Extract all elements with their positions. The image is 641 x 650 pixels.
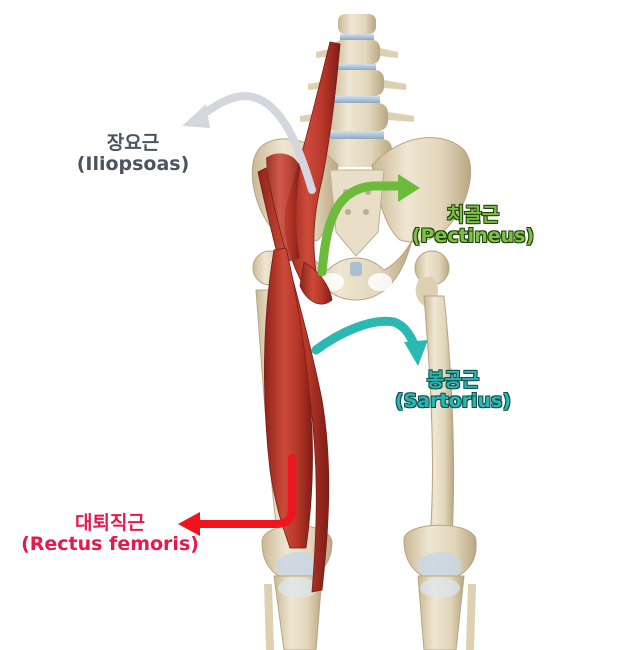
label-iliopsoas-ko: 장요근 bbox=[106, 132, 160, 154]
label-rectus-femoris-ko: 대퇴직근 bbox=[75, 512, 145, 534]
lower-leg-bones bbox=[264, 575, 476, 650]
label-iliopsoas-en: (Iliopsoas) bbox=[76, 153, 190, 176]
muscle-iliopsoas bbox=[266, 41, 341, 291]
label-pectineus-ko: 치골근 bbox=[446, 204, 500, 226]
iliopsoas-arrow bbox=[182, 91, 316, 194]
label-rectus-femoris: 대퇴직근 (Rectus femoris) bbox=[0, 512, 220, 556]
label-sartorius: 봉공근 (Sartorius) bbox=[378, 369, 528, 413]
muscle-pectineus bbox=[299, 261, 333, 305]
label-iliopsoas: 장요근 (Iliopsoas) bbox=[58, 132, 208, 176]
label-pectineus: 치골근 (Pectineus) bbox=[398, 204, 548, 248]
label-rectus-femoris-en: (Rectus femoris) bbox=[21, 533, 199, 556]
pectineus-arrow bbox=[317, 174, 420, 277]
rectus-femoris-arrow bbox=[178, 454, 296, 536]
label-sartorius-en: (Sartorius) bbox=[394, 390, 512, 413]
label-sartorius-ko: 봉공근 bbox=[426, 369, 480, 391]
muscle-rectus-femoris bbox=[264, 247, 313, 549]
sartorius-arrow bbox=[311, 316, 428, 366]
label-pectineus-en: (Pectineus) bbox=[411, 225, 535, 248]
right-femur bbox=[403, 250, 477, 581]
